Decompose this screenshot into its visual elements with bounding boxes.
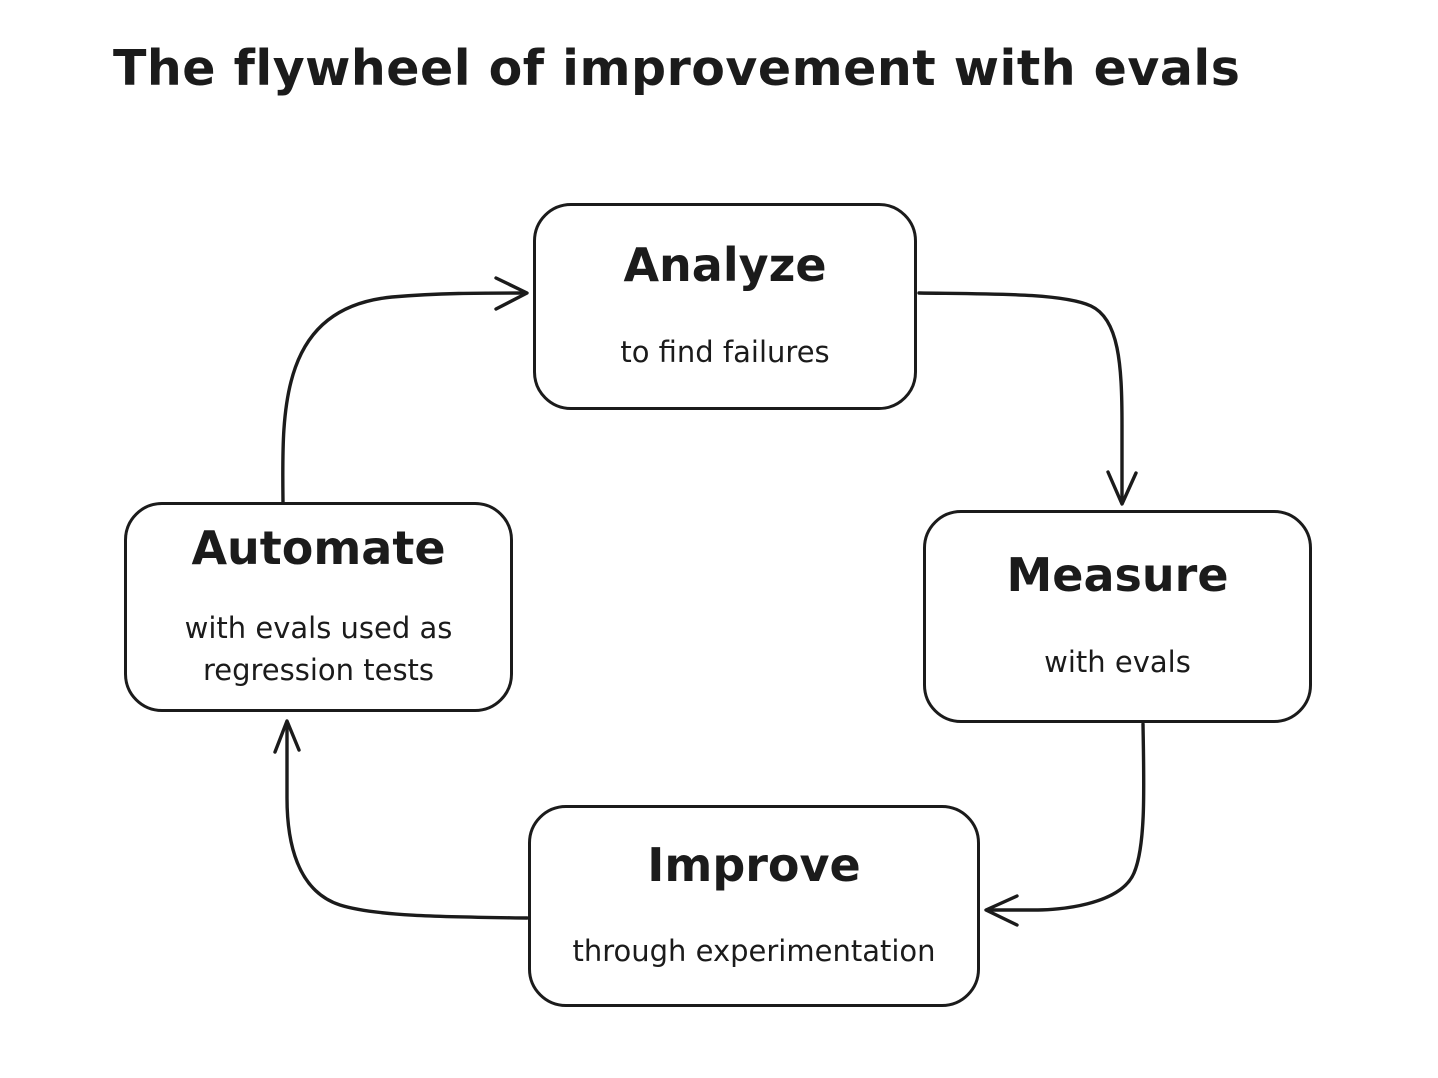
edge-line-automate-to-analyze [281, 291, 525, 504]
node-analyze: Analyze to find failures [533, 203, 917, 410]
node-automate-sublabel: with evals used as regression tests [184, 611, 453, 688]
arrowhead-left-icon [984, 894, 1019, 927]
node-automate: Automate with evals used as regression t… [124, 502, 513, 712]
edge-line-improve-to-automate [285, 724, 529, 920]
edge-improve-to-automate [273, 719, 529, 920]
node-measure: Measure with evals [923, 510, 1312, 723]
edge-line-measure-to-improve [988, 722, 1146, 912]
edge-analyze-to-measure [917, 291, 1138, 506]
node-measure-sublabel: with evals [1044, 644, 1191, 679]
arrowhead-down-icon [1106, 470, 1138, 506]
node-improve: Improve through experimentation [528, 805, 980, 1007]
arrowhead-right-icon [494, 276, 529, 311]
diagram-title: The flywheel of improvement with evals [113, 40, 1241, 97]
node-analyze-sublabel: to find failures [620, 334, 830, 369]
node-improve-label: Improve [647, 837, 861, 892]
edge-line-analyze-to-measure [917, 291, 1124, 501]
node-analyze-label: Analyze [623, 238, 827, 293]
node-improve-sublabel: through experimentation [572, 934, 936, 969]
edge-measure-to-improve [984, 722, 1146, 927]
edge-automate-to-analyze [281, 276, 529, 504]
node-measure-label: Measure [1006, 548, 1229, 603]
node-automate-label: Automate [191, 520, 446, 575]
arrowhead-up-icon [273, 719, 301, 754]
